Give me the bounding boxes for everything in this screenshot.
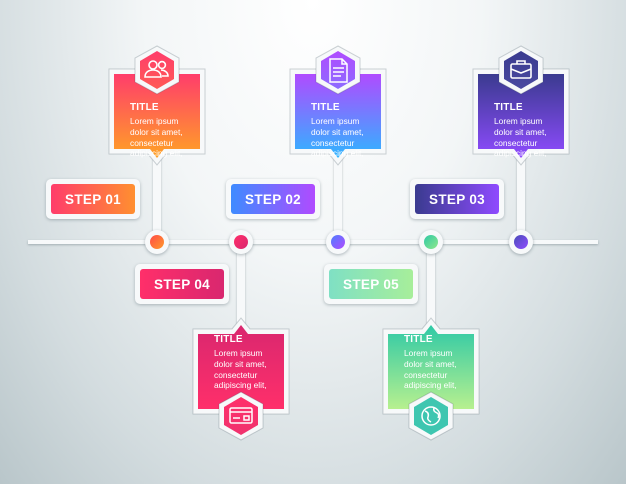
card-body-line: dolor sit amet, [404, 358, 457, 369]
card-body-line: adipiscing elit, [494, 148, 547, 159]
card-body-line: adipiscing elit, [214, 380, 267, 391]
step-02-label: STEP 02 [226, 179, 320, 219]
card-body: Lorem ipsum dolor sit amet, consectetur … [130, 116, 220, 159]
step-label-text: STEP 02 [231, 184, 315, 214]
card-body: Lorem ipsum dolor sit amet, consectetur … [214, 348, 304, 391]
card-body-line: adipiscing elit, [311, 148, 364, 159]
step-03-card: TITLE Lorem ipsum dolor sit amet, consec… [472, 68, 570, 166]
card-body-line: dolor sit amet, [311, 126, 364, 137]
step-01-hex-badge [134, 45, 180, 95]
timeline-line [28, 240, 598, 244]
step-label-text: STEP 01 [51, 184, 135, 214]
card-body-line: consectetur [214, 369, 258, 380]
card-body-line: consectetur [130, 137, 174, 148]
card-title: TITLE [311, 102, 340, 113]
timeline-dot-step-02 [326, 230, 350, 254]
credit-card-icon [229, 407, 253, 424]
card-body-line: adipiscing elit, [130, 148, 183, 159]
card-body-line: Lorem ipsum [130, 116, 179, 126]
step-02-hex-badge [315, 45, 361, 95]
card-body-line: dolor sit amet, [130, 126, 183, 137]
connector-step-04 [237, 246, 245, 324]
briefcase-icon [510, 60, 532, 79]
card-body-line: consectetur [404, 369, 448, 380]
dot-fill [424, 235, 438, 249]
step-05-label: STEP 05 [324, 264, 418, 304]
card-body: Lorem ipsum dolor sit amet, consectetur … [311, 116, 401, 159]
card-shape [192, 317, 290, 415]
connector-step-01 [153, 158, 161, 236]
card-body-line: Lorem ipsum [494, 116, 543, 126]
card-body-line: Lorem ipsum [404, 348, 453, 358]
card-shape [108, 68, 206, 166]
card-shape [382, 317, 480, 415]
timeline-dot-step-05 [419, 230, 443, 254]
timeline-dot-step-01 [145, 230, 169, 254]
dot-fill [331, 235, 345, 249]
card-body-line: dolor sit amet, [214, 358, 267, 369]
step-04-label: STEP 04 [135, 264, 229, 304]
card-title: TITLE [214, 334, 243, 345]
step-label-text: STEP 04 [140, 269, 224, 299]
step-05-card: TITLE Lorem ipsum dolor sit amet, consec… [382, 317, 480, 415]
card-body-line: dolor sit amet, [494, 126, 547, 137]
card-body-line: Lorem ipsum [311, 116, 360, 126]
card-body-line: Lorem ipsum [214, 348, 263, 358]
card-body-line: consectetur [311, 137, 355, 148]
timeline-dot-step-03 [509, 230, 533, 254]
dot-fill [234, 235, 248, 249]
step-label-text: STEP 05 [329, 269, 413, 299]
card-body: Lorem ipsum dolor sit amet, consectetur … [404, 348, 494, 391]
step-04-hex-badge [218, 391, 264, 441]
step-03-hex-badge [498, 45, 544, 95]
card-body-line: adipiscing elit, [404, 380, 457, 391]
connector-step-03 [517, 158, 525, 236]
step-05-hex-badge [408, 391, 454, 441]
step-03-label: STEP 03 [410, 179, 504, 219]
step-label-text: STEP 03 [415, 184, 499, 214]
users-icon [144, 60, 169, 78]
step-04-card: TITLE Lorem ipsum dolor sit amet, consec… [192, 317, 290, 415]
dot-fill [514, 235, 528, 249]
card-body: Lorem ipsum dolor sit amet, consectetur … [494, 116, 584, 159]
timeline-dot-step-04 [229, 230, 253, 254]
card-shape [289, 68, 387, 166]
globe-icon [421, 406, 441, 426]
connector-step-02 [334, 158, 342, 236]
card-title: TITLE [404, 334, 433, 345]
step-01-label: STEP 01 [46, 179, 140, 219]
document-icon [329, 58, 348, 83]
connector-step-05 [427, 246, 435, 324]
card-title: TITLE [130, 102, 159, 113]
step-01-card: TITLE Lorem ipsum dolor sit amet, consec… [108, 68, 206, 166]
card-shape [472, 68, 570, 166]
step-02-card: TITLE Lorem ipsum dolor sit amet, consec… [289, 68, 387, 166]
card-title: TITLE [494, 102, 523, 113]
dot-fill [150, 235, 164, 249]
card-body-line: consectetur [494, 137, 538, 148]
